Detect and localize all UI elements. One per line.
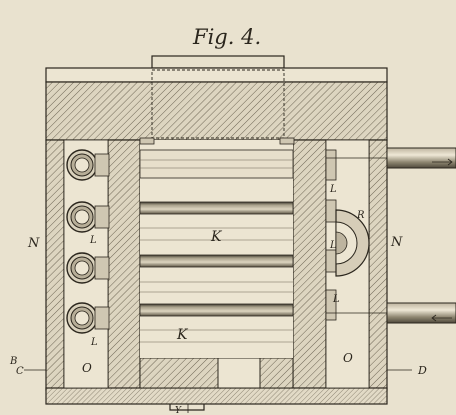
- left-top-bracket: [139, 137, 155, 145]
- top-cap-plate: [151, 55, 285, 69]
- figure-title: Fig. 4.: [192, 25, 261, 49]
- central-opening-outline: [151, 69, 285, 139]
- bottom-catch: [169, 404, 205, 411]
- central-beams: [139, 149, 294, 343]
- upper-external-pipe: [386, 147, 456, 169]
- label-y: Y: [175, 406, 182, 415]
- upper-flow-arrow: [432, 158, 453, 166]
- label-n-left: N: [27, 236, 40, 251]
- valve-r: [335, 209, 370, 277]
- right-outer-wall: [368, 139, 388, 391]
- bottom-left-block: [139, 357, 219, 389]
- left-inner-pillar: [107, 139, 141, 391]
- right-inner-pillar: [292, 139, 327, 391]
- lower-external-pipe: [386, 302, 456, 324]
- label-r: R: [356, 210, 365, 221]
- lower-flow-arrow: [431, 314, 452, 322]
- bottom-sill: [45, 387, 388, 405]
- label-o-left: O: [82, 361, 92, 375]
- label-n-right: N: [390, 235, 403, 250]
- left-outer-wall: [45, 139, 65, 391]
- label-l-5: L: [332, 294, 340, 305]
- top-slab-outline: [45, 67, 388, 83]
- label-l-2: L: [90, 337, 98, 348]
- bottom-recess: [217, 357, 261, 389]
- label-b: B: [9, 356, 17, 367]
- right-top-bracket: [279, 137, 295, 145]
- label-k-lower: K: [176, 327, 189, 343]
- label-l-3: L: [329, 184, 337, 195]
- label-l-4: L: [329, 240, 337, 251]
- bottom-right-block: [259, 357, 294, 389]
- label-k-upper: K: [210, 229, 223, 245]
- label-d: D: [417, 364, 427, 377]
- top-masonry: [45, 81, 388, 141]
- left-pipe-ends: [66, 149, 110, 334]
- label-l-1: L: [89, 235, 97, 246]
- label-o-right: O: [343, 351, 353, 365]
- label-c: C: [16, 366, 24, 377]
